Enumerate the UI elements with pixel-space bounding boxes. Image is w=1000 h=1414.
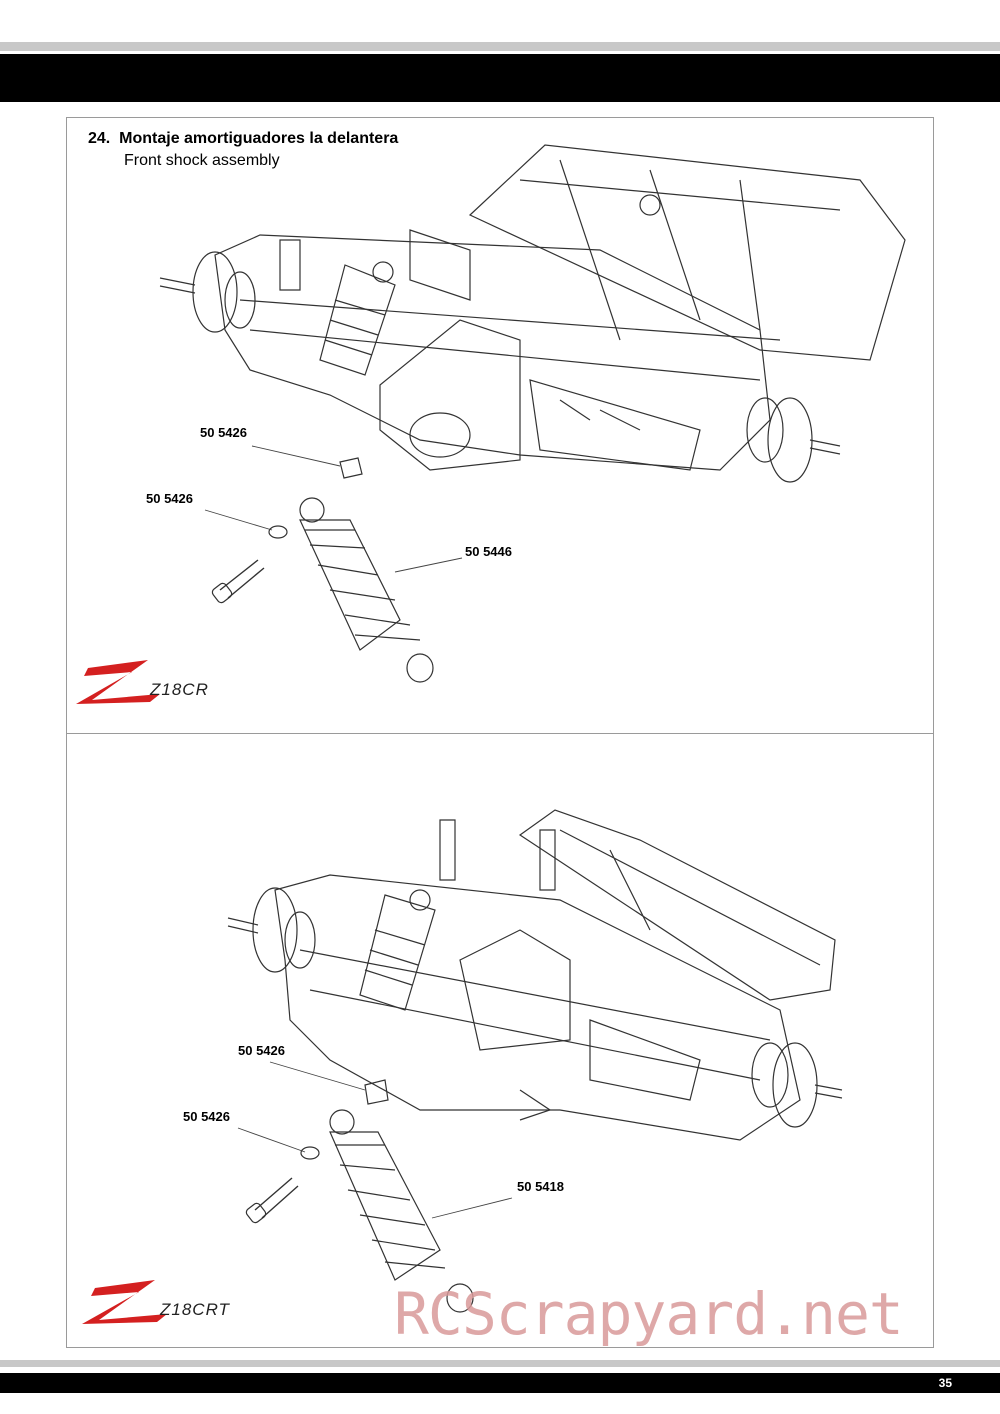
bottom-logo-graphic [82,1280,167,1324]
bottom-label-2: 50 5426 [183,1109,230,1124]
top-label-2: 50 5426 [146,491,193,506]
top-label-1: 50 5426 [200,425,247,440]
watermark-text: RCScrapyard.net [394,1280,904,1348]
step-title-en: Front shock assembly [124,152,280,169]
bottom-gray-rule [0,1360,1000,1367]
bottom-exploded-parts [245,1079,474,1313]
bottom-chassis-drawing [227,809,843,1141]
bottom-logo: Z18CRT [160,1300,230,1319]
step-title-es: Montaje amortiguadores la delantera [119,130,399,147]
page-number: 35 [938,1376,952,1390]
step-number: 24. [88,130,111,147]
bottom-label-3: 50 5418 [517,1179,564,1194]
bottom-black-bar [0,1373,1000,1393]
diagram-frame [66,117,934,1348]
top-gray-rule [0,42,1000,51]
bottom-label-1: 50 5426 [238,1043,285,1058]
top-chassis-drawing [159,144,906,483]
top-label-3: 50 5446 [465,544,512,559]
top-logo: Z18CR [150,680,209,699]
step-title: 24. Montaje amortiguadores la delantera [88,130,398,148]
top-logo-graphic [76,660,160,704]
top-black-bar [0,54,1000,102]
panel-divider [66,733,934,734]
top-exploded-parts [211,457,434,683]
